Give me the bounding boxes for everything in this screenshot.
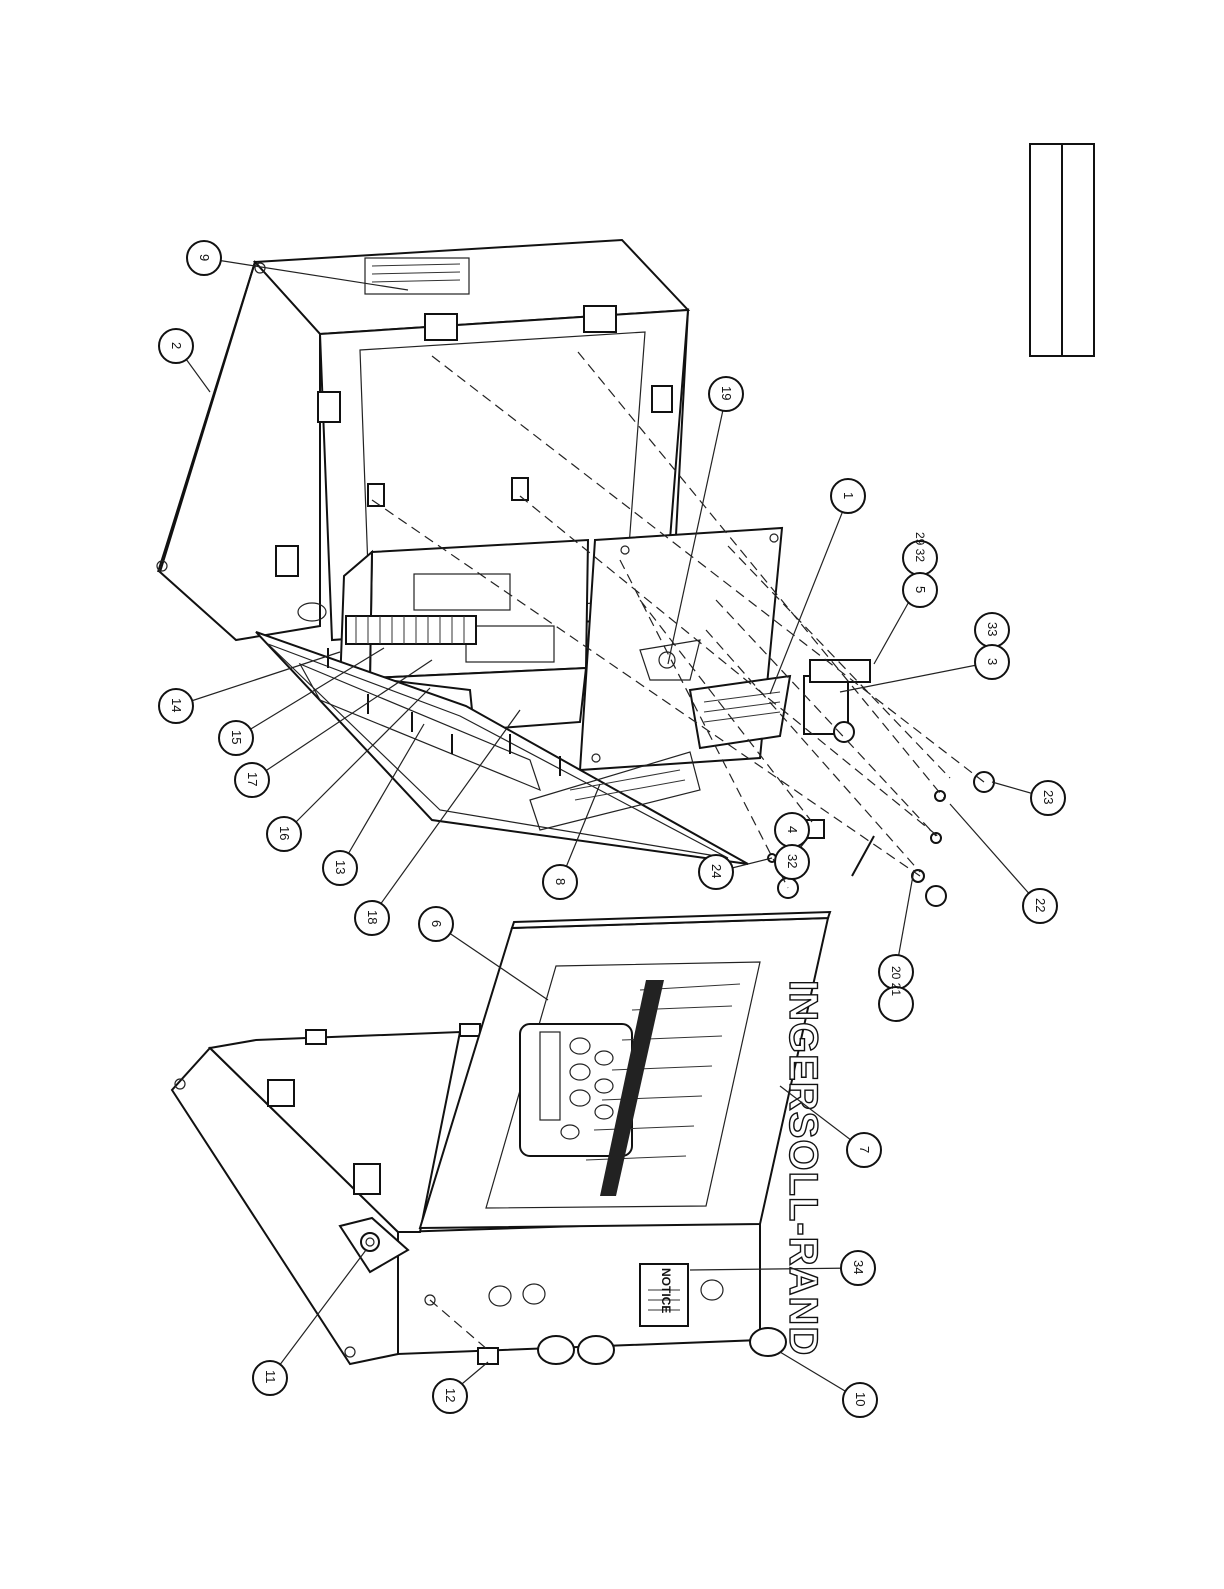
svg-text:4: 4 bbox=[785, 826, 800, 833]
callout-6: 6 bbox=[419, 907, 453, 941]
svg-text:12: 12 bbox=[443, 1388, 458, 1402]
callout-10: 10 bbox=[843, 1383, 877, 1417]
svg-text:10: 10 bbox=[853, 1392, 868, 1406]
callout-2: 2 bbox=[159, 329, 193, 363]
svg-text:13: 13 bbox=[333, 860, 348, 874]
svg-text:23: 23 bbox=[1041, 790, 1056, 804]
callout-4: 4 bbox=[775, 813, 809, 847]
svg-text:14: 14 bbox=[169, 698, 184, 712]
svg-text:20 21: 20 21 bbox=[889, 966, 903, 996]
callout-17: 17 bbox=[235, 763, 269, 797]
svg-text:34: 34 bbox=[851, 1260, 866, 1274]
brand-label: INGERSOLL-RAND bbox=[781, 980, 825, 1356]
callout-18: 18 bbox=[355, 901, 389, 935]
svg-text:5: 5 bbox=[913, 586, 928, 593]
callout-16: 15 bbox=[219, 721, 253, 755]
callout-11: 11 bbox=[253, 1361, 287, 1395]
callout-8: 8 bbox=[543, 865, 577, 899]
callout-14: 14 bbox=[159, 689, 193, 723]
callout-15: 16 bbox=[267, 817, 301, 851]
callout-13: 13 bbox=[323, 851, 357, 885]
callout-3: 3 bbox=[975, 645, 1009, 679]
svg-text:6: 6 bbox=[429, 920, 444, 927]
svg-text:24: 24 bbox=[709, 864, 724, 878]
callout-33: 33 bbox=[975, 613, 1009, 647]
callout-19: 19 bbox=[709, 377, 743, 411]
svg-text:17: 17 bbox=[245, 772, 260, 786]
callout-24: 24 bbox=[699, 855, 733, 889]
svg-text:16: 16 bbox=[277, 826, 292, 840]
callout-20-21: 20 21 bbox=[879, 955, 913, 1021]
svg-text:11: 11 bbox=[263, 1370, 278, 1384]
callout-5: 5 bbox=[903, 573, 937, 607]
callout-9: 9 bbox=[187, 241, 221, 275]
svg-text:7: 7 bbox=[857, 1146, 872, 1153]
svg-text:18: 18 bbox=[365, 910, 380, 924]
svg-text:8: 8 bbox=[553, 878, 568, 885]
callout-23: 23 bbox=[1031, 781, 1065, 815]
callout-34: 34 bbox=[841, 1251, 875, 1285]
svg-text:3: 3 bbox=[985, 658, 1000, 665]
svg-text:15: 15 bbox=[229, 730, 244, 744]
svg-text:33: 33 bbox=[985, 622, 1000, 636]
svg-text:22: 22 bbox=[1033, 898, 1048, 912]
notice-label: NOTICE bbox=[659, 1268, 673, 1313]
svg-text:2: 2 bbox=[169, 342, 184, 349]
callout-22: 22 bbox=[1023, 889, 1057, 923]
svg-text:19: 19 bbox=[719, 386, 734, 400]
svg-text:9: 9 bbox=[197, 254, 212, 261]
svg-text:32: 32 bbox=[785, 854, 800, 868]
callout-32: 32 bbox=[775, 845, 809, 879]
callout-12: 12 bbox=[433, 1379, 467, 1413]
callout-7: 7 bbox=[847, 1133, 881, 1167]
svg-text:1: 1 bbox=[841, 492, 856, 499]
title-block bbox=[1030, 144, 1094, 356]
callout-29-32: 29 32 bbox=[903, 532, 937, 575]
terminal-strip bbox=[346, 616, 476, 644]
svg-text:29 32: 29 32 bbox=[913, 532, 927, 562]
callout-1: 1 bbox=[831, 479, 865, 513]
